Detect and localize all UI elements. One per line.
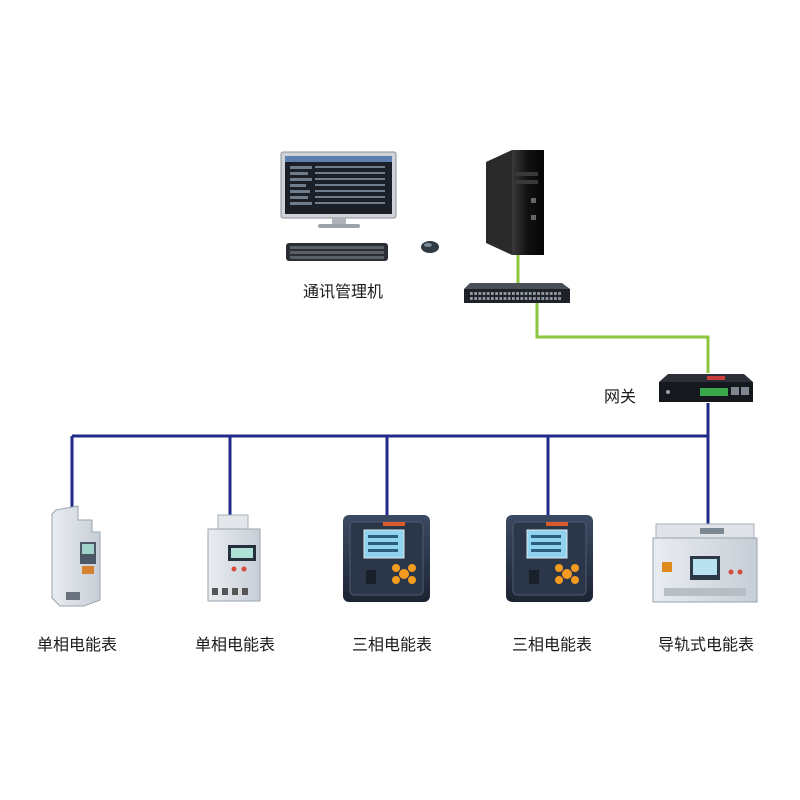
- management-pc-label: 通讯管理机: [302, 282, 383, 301]
- switch-port: [554, 292, 557, 295]
- switch-port: [520, 297, 524, 300]
- switch-port: [545, 292, 549, 295]
- switch-gateway-link: [535, 303, 710, 373]
- switch-port: [474, 292, 477, 295]
- meter-label-2: 单相电能表: [194, 635, 275, 654]
- ethernet-links: [516, 255, 710, 373]
- switch-port: [482, 297, 486, 300]
- switch-port: [495, 292, 498, 295]
- switch-port: [524, 292, 528, 295]
- switch-port: [533, 297, 536, 300]
- meter-label-1: 单相电能表: [36, 635, 117, 654]
- switch-port: [495, 297, 498, 300]
- switch-port: [541, 297, 545, 300]
- switch-port: [549, 297, 553, 300]
- three-phase-panel-meter-icon: [506, 515, 593, 602]
- switch-port: [499, 292, 503, 295]
- switch-port: [558, 297, 561, 300]
- switch-port: [512, 297, 515, 300]
- switch-port: [491, 297, 494, 300]
- switch-port: [524, 297, 528, 300]
- switch-port: [503, 292, 507, 295]
- switch-port: [478, 297, 482, 300]
- switch-port: [499, 297, 503, 300]
- rs485-bus: [70, 403, 710, 526]
- gateway-icon: [659, 374, 753, 402]
- switch-port: [470, 297, 473, 300]
- switch-port: [470, 292, 473, 295]
- desktop-computer-icon: [280, 151, 439, 261]
- meter-label-5: 导轨式电能表: [657, 635, 754, 654]
- gateway-label: 网关: [603, 387, 636, 406]
- meter-label-4: 三相电能表: [511, 635, 592, 654]
- switch-port: [528, 297, 532, 300]
- tower-server-icon: [486, 150, 544, 255]
- switch-port: [541, 292, 545, 295]
- switch-port: [478, 292, 482, 295]
- switch-port: [491, 292, 494, 295]
- switch-port: [516, 292, 519, 295]
- switch-port: [507, 292, 511, 295]
- switch-port: [486, 292, 490, 295]
- single-phase-din-meter-icon: [51, 505, 101, 607]
- switch-port: [486, 297, 490, 300]
- switch-port: [549, 292, 553, 295]
- switch-port: [507, 297, 511, 300]
- switch-port: [474, 297, 477, 300]
- switch-port: [528, 292, 532, 295]
- three-phase-panel-meter-icon: [343, 515, 430, 602]
- switch-port: [554, 297, 557, 300]
- switch-port: [537, 297, 540, 300]
- din-rail-meter-icon: [652, 523, 758, 603]
- single-phase-din-meter-icon: [207, 514, 261, 602]
- switch-port: [537, 292, 540, 295]
- network-switch-icon: [464, 283, 570, 303]
- switch-port: [516, 297, 519, 300]
- switch-port: [545, 297, 549, 300]
- switch-port: [520, 292, 524, 295]
- switch-port: [512, 292, 515, 295]
- switch-port: [533, 292, 536, 295]
- switch-port: [558, 292, 561, 295]
- switch-port: [503, 297, 507, 300]
- switch-port: [482, 292, 486, 295]
- meter-label-3: 三相电能表: [351, 635, 432, 654]
